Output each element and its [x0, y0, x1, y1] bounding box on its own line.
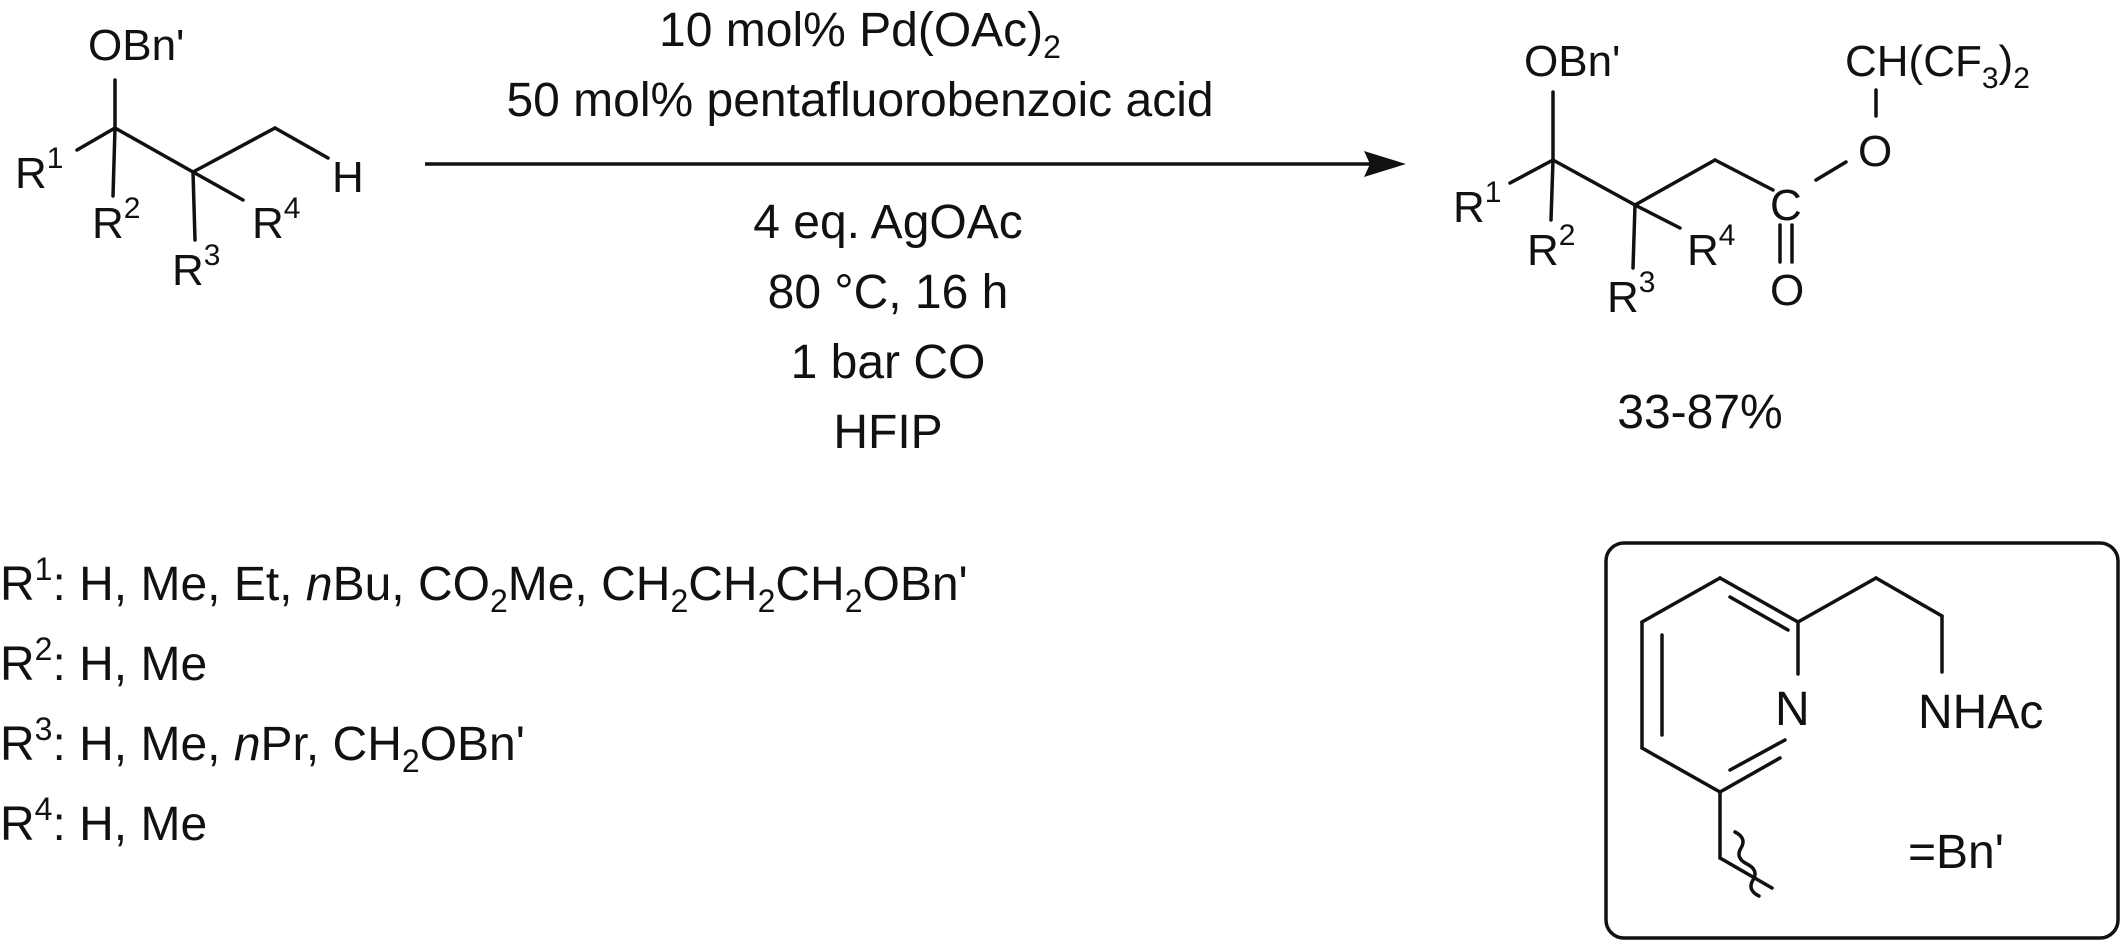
bond-p-c1-r1	[1508, 158, 1555, 185]
attachment-bond	[1718, 856, 1774, 890]
bond-p-c2-r4	[1633, 203, 1682, 230]
reactant-r3-label: R3	[172, 239, 220, 295]
ring-bond-1	[1718, 576, 1800, 624]
product-r3-label: R3	[1607, 266, 1655, 322]
pyridine-n-label: N	[1775, 683, 1810, 736]
condition-temperature: 80 °C, 16 h	[768, 266, 1009, 319]
bond-p-c1-c2	[1551, 158, 1637, 207]
product-ester-oxygen: O	[1858, 127, 1892, 176]
ring-bond-4-inner	[1728, 738, 1787, 772]
chain-bond-2	[1874, 576, 1944, 618]
reactant-r1-label: R1	[15, 142, 63, 198]
bond-p-c2-r3	[1631, 203, 1637, 270]
condition-oxidant: 4 eq. AgOAc	[753, 196, 1023, 249]
bond-c2-r4	[191, 170, 245, 202]
product-r4-label: R4	[1687, 219, 1735, 275]
reactant-obn-label: OBn'	[88, 21, 184, 70]
product-carbonyl-oxygen: O	[1770, 266, 1804, 315]
bond-c1-r2	[111, 126, 117, 198]
legend-frame	[1604, 541, 2120, 940]
condition-catalyst: 10 mol% Pd(OAc)2	[659, 4, 1061, 65]
bond-p-c-o-ester	[1814, 160, 1848, 182]
reactant-r2-label: R2	[92, 192, 140, 248]
bond-p-ch2-c	[1713, 158, 1775, 192]
reactant-h-label: H	[332, 153, 364, 202]
product-structure: OBn' R1 R2 R3 R4 C O O CH(CF3)2 33-87%	[1453, 37, 2030, 439]
product-yield: 33-87%	[1617, 386, 1782, 439]
condition-co: 1 bar CO	[791, 336, 986, 389]
bond-ch2-h	[273, 126, 330, 160]
bond-p-c2-ch2	[1633, 158, 1717, 207]
condition-acid: 50 mol% pentafluorobenzoic acid	[506, 74, 1213, 127]
reactant-structure: OBn' R1 R2 R3 R4 H	[15, 21, 364, 295]
substituent-r2: R2: H, Me	[0, 631, 207, 691]
product-r2-label: R2	[1527, 219, 1575, 275]
bond-c1-r1	[75, 126, 117, 152]
bond-p-c1-r2	[1549, 158, 1555, 222]
bn-prime-definition: =Bn'	[1908, 826, 2004, 879]
product-carbonyl-carbon: C	[1770, 181, 1802, 230]
condition-solvent: HFIP	[833, 406, 942, 459]
bond-c2-r3	[191, 170, 197, 242]
product-obn-label: OBn'	[1524, 37, 1620, 86]
substituent-list: R1: H, Me, Et, nBu, CO2Me, CH2CH2CH2OBn'…	[0, 551, 968, 851]
nhac-label: NHAc	[1918, 686, 2043, 739]
bond-c1-c2	[113, 126, 195, 174]
ring-bond-7	[1640, 576, 1722, 624]
chain-bond-1	[1796, 576, 1878, 624]
reaction-conditions: 10 mol% Pd(OAc)2 50 mol% pentafluorobenz…	[425, 4, 1406, 459]
reactant-r4-label: R4	[252, 192, 300, 248]
product-ester-group: CH(CF3)2	[1845, 37, 2030, 95]
substituent-r3: R3: H, Me, nPr, CH2OBn'	[0, 711, 525, 779]
ring-bond-5	[1640, 746, 1722, 794]
substituent-r4: R4: H, Me	[0, 791, 207, 851]
ring-bond-1-inner	[1728, 595, 1790, 632]
reaction-arrow-head	[1364, 151, 1406, 177]
bond-c2-ch2	[191, 126, 277, 174]
ring-bond-4	[1718, 756, 1782, 794]
substituent-r1: R1: H, Me, Et, nBu, CO2Me, CH2CH2CH2OBn'	[0, 551, 968, 619]
attachment-wavy-line	[1733, 830, 1761, 898]
product-r1-label: R1	[1453, 176, 1501, 232]
bn-prime-legend: N NHAc =Bn'	[1604, 541, 2120, 940]
